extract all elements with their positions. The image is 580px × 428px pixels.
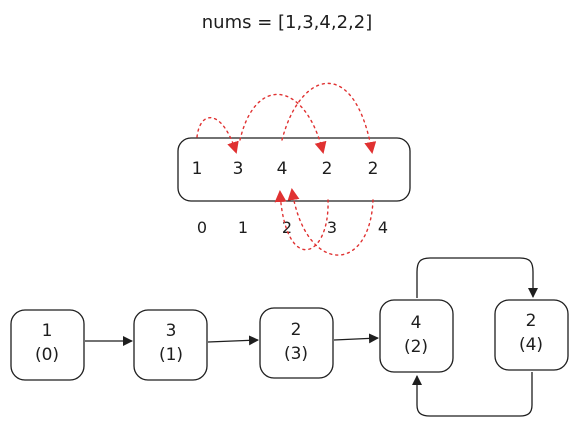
node-value: 2 <box>526 311 537 331</box>
node-value: 3 <box>166 321 177 341</box>
array-title: nums = [1,3,4,2,2] <box>202 12 372 33</box>
list-node <box>259 307 334 379</box>
edge-arrow <box>207 335 259 346</box>
array-value: 2 <box>322 159 333 179</box>
node-index: (4) <box>519 335 543 355</box>
cycle-arrow-top <box>416 257 538 298</box>
node-value: 1 <box>42 321 53 341</box>
jump-arrow <box>281 82 377 154</box>
array-index: 3 <box>327 218 337 237</box>
jump-arrow <box>287 188 374 256</box>
array-index: 1 <box>238 218 248 237</box>
list-node <box>379 299 454 373</box>
node-index: (3) <box>284 344 308 364</box>
node-value: 2 <box>291 320 302 340</box>
list-node <box>494 299 569 371</box>
list-node <box>10 309 85 381</box>
edge-arrow <box>333 333 379 344</box>
array-value: 4 <box>277 159 288 179</box>
array-value: 1 <box>192 159 203 179</box>
array-index: 4 <box>378 218 388 237</box>
node-value: 4 <box>411 313 422 333</box>
jump-arrow <box>239 93 327 154</box>
node-index: (1) <box>159 345 183 365</box>
node-index: (2) <box>404 337 428 357</box>
list-node <box>133 309 208 381</box>
array-value: 3 <box>233 159 244 179</box>
jump-arrow <box>196 117 239 154</box>
node-index: (0) <box>35 345 59 365</box>
array-index: 2 <box>282 218 292 237</box>
jump-arrow <box>274 190 329 251</box>
array-value: 2 <box>368 159 379 179</box>
array-index: 0 <box>197 218 207 237</box>
cycle-arrow-bottom <box>412 372 533 417</box>
